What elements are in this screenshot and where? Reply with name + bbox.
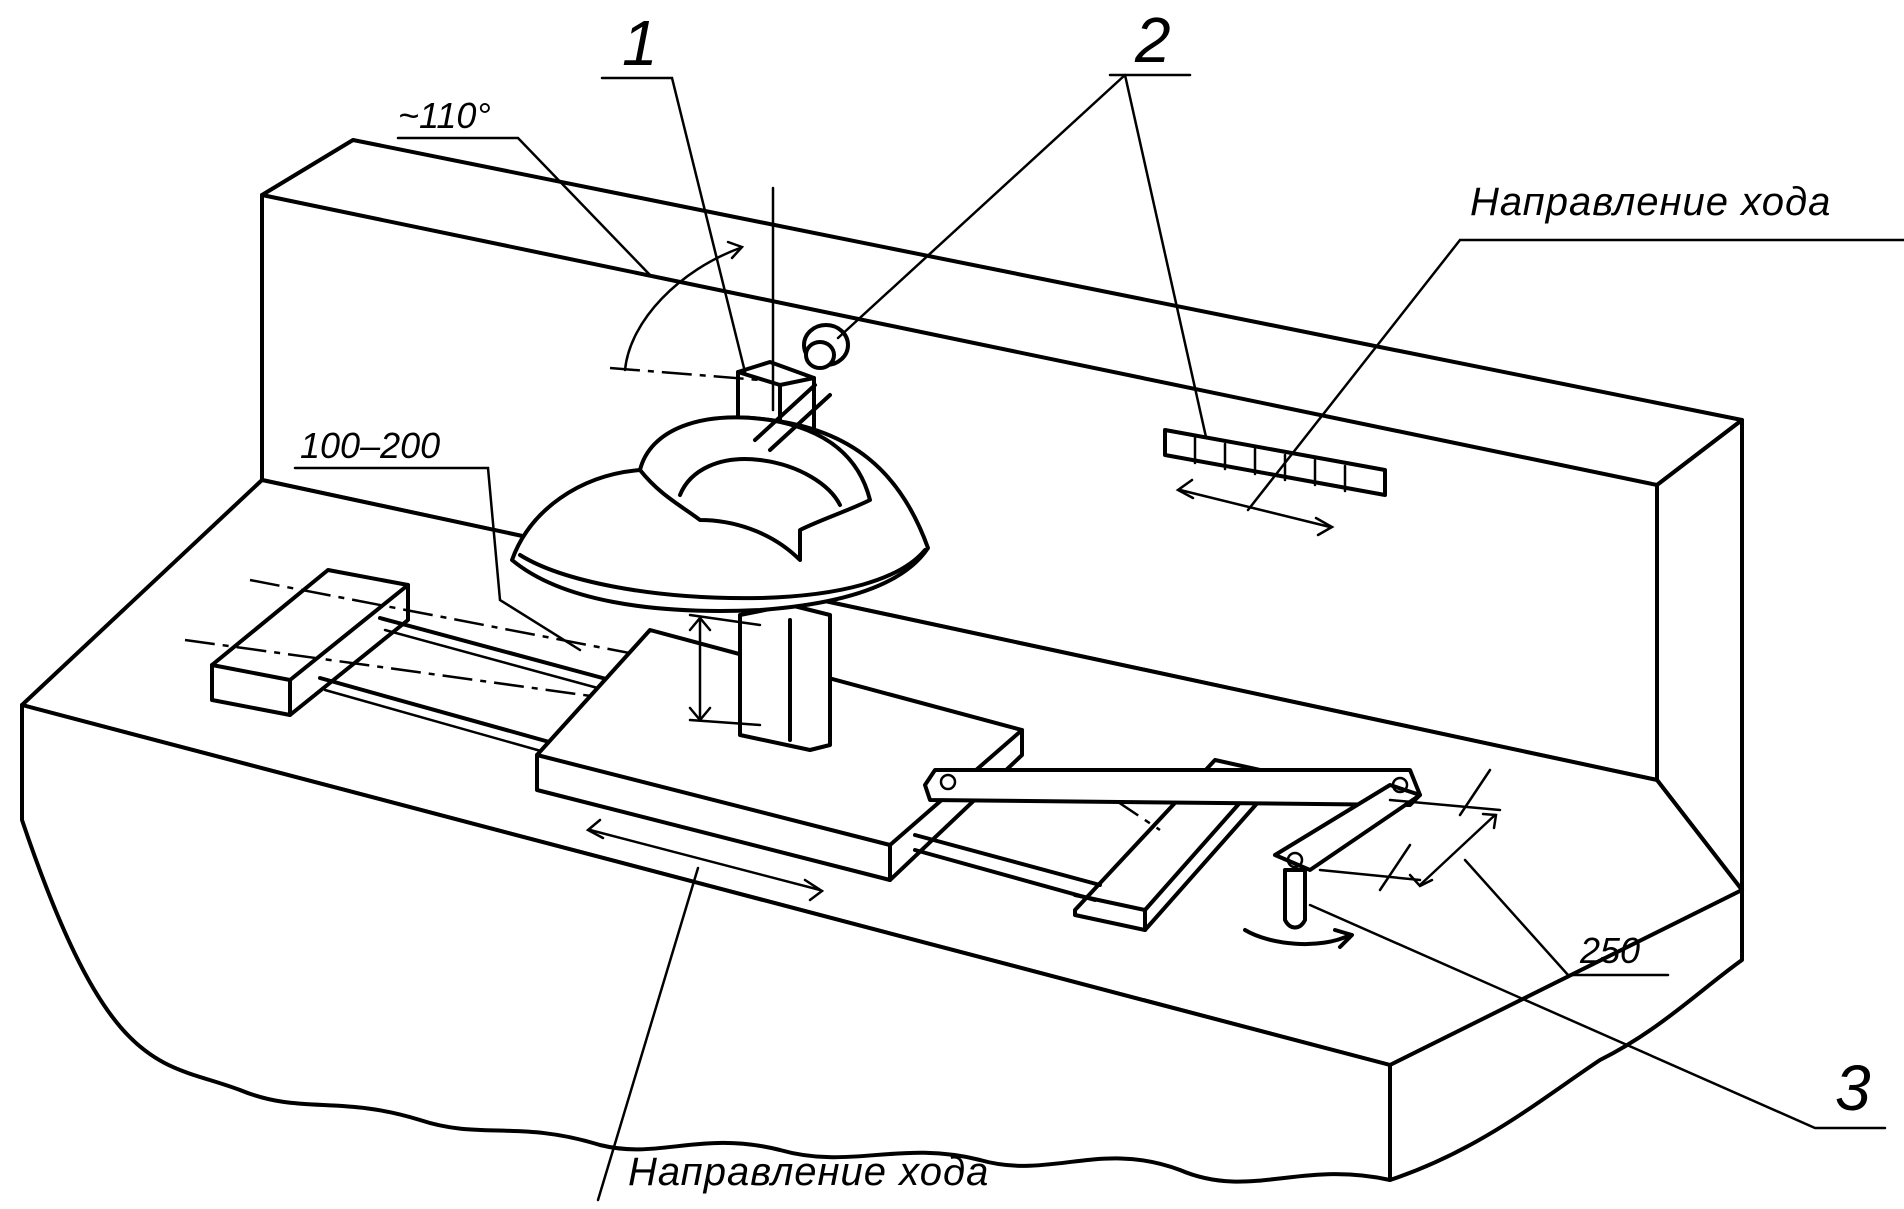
left-stop-block	[210, 568, 410, 717]
callout-number-2: 2	[1134, 4, 1171, 76]
iron-handle	[638, 415, 872, 562]
scale-bar	[1163, 428, 1387, 497]
labels: 1 2 3 ~110° 100–200 250 Направление хода…	[300, 4, 1871, 1194]
callout-3-leader	[1308, 903, 1887, 1130]
height-range-label: 100–200	[300, 425, 440, 466]
arm-length-dim	[1418, 813, 1497, 887]
annotation-lines	[293, 73, 1904, 1202]
iron-column	[738, 603, 832, 752]
linkage-arm	[923, 768, 1422, 807]
pivot-pin	[1283, 868, 1307, 930]
carriage-plate	[535, 628, 1024, 882]
angle-label: ~110°	[398, 95, 491, 136]
callout-1-leader	[600, 76, 747, 374]
callout-number-1: 1	[622, 7, 658, 79]
carriage-travel-arrow	[588, 828, 822, 892]
scale-travel-arrow	[1178, 488, 1332, 529]
arm-length-label: 250	[1579, 930, 1640, 971]
angle-arc	[623, 246, 742, 372]
callout-number-3: 3	[1835, 1052, 1871, 1124]
floor-slab-side	[1388, 888, 1744, 1182]
floor-slab-front	[20, 703, 1392, 1184]
carriage	[510, 323, 1024, 882]
right-rail-assembly	[913, 758, 1502, 949]
left-rail-assembly	[184, 568, 641, 757]
direction-caption-bottom: Направление хода	[628, 1150, 989, 1194]
direction-caption-top: Направление хода	[1470, 180, 1831, 224]
